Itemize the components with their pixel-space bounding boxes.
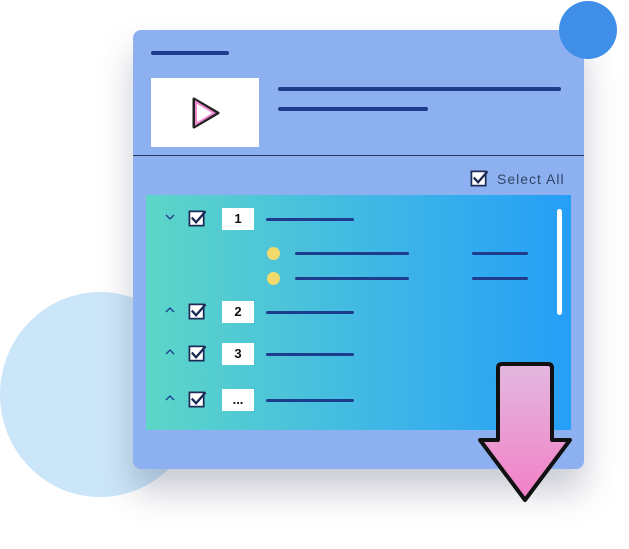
checkbox-checked-icon[interactable] xyxy=(188,390,207,409)
list-item[interactable]: 3 xyxy=(146,343,571,365)
video-title-placeholder xyxy=(278,87,561,91)
checkbox-checked-icon[interactable] xyxy=(188,344,207,363)
checkbox-checked-icon[interactable] xyxy=(188,302,207,321)
list-item[interactable]: 1 xyxy=(146,208,571,230)
item-number: 2 xyxy=(222,301,254,323)
item-number: ... xyxy=(222,389,254,411)
window-title-placeholder xyxy=(151,51,229,55)
select-all-toggle[interactable]: Select All xyxy=(470,169,565,188)
select-all-label: Select All xyxy=(497,170,565,187)
play-icon xyxy=(192,97,220,128)
item-title-placeholder xyxy=(266,218,354,221)
list-item[interactable]: 2 xyxy=(146,301,571,323)
item-title-placeholder xyxy=(266,353,354,356)
scrollbar[interactable] xyxy=(557,209,562,315)
chevron-up-icon[interactable] xyxy=(164,346,176,358)
header-divider xyxy=(133,155,584,156)
sub-item-dot xyxy=(267,272,280,285)
video-subtitle-placeholder xyxy=(278,107,428,111)
item-title-placeholder xyxy=(266,399,354,402)
sub-item[interactable] xyxy=(146,247,571,261)
video-thumbnail[interactable] xyxy=(151,78,259,147)
download-arrow-icon xyxy=(478,362,572,502)
sub-item-title-placeholder xyxy=(295,277,409,280)
chevron-up-icon[interactable] xyxy=(164,392,176,404)
sub-item-dot xyxy=(267,247,280,260)
chevron-down-icon[interactable] xyxy=(164,211,176,223)
item-number: 3 xyxy=(222,343,254,365)
list-item[interactable]: ... xyxy=(146,389,571,411)
sub-item[interactable] xyxy=(146,272,571,286)
sub-item-title-placeholder xyxy=(295,252,409,255)
checkbox-checked-icon[interactable] xyxy=(188,209,207,228)
checkbox-checked-icon[interactable] xyxy=(470,169,489,188)
sub-item-meta-placeholder xyxy=(472,252,528,255)
chevron-up-icon[interactable] xyxy=(164,304,176,316)
item-number: 1 xyxy=(222,208,254,230)
accent-dot xyxy=(559,1,617,59)
sub-item-meta-placeholder xyxy=(472,277,528,280)
item-title-placeholder xyxy=(266,311,354,314)
